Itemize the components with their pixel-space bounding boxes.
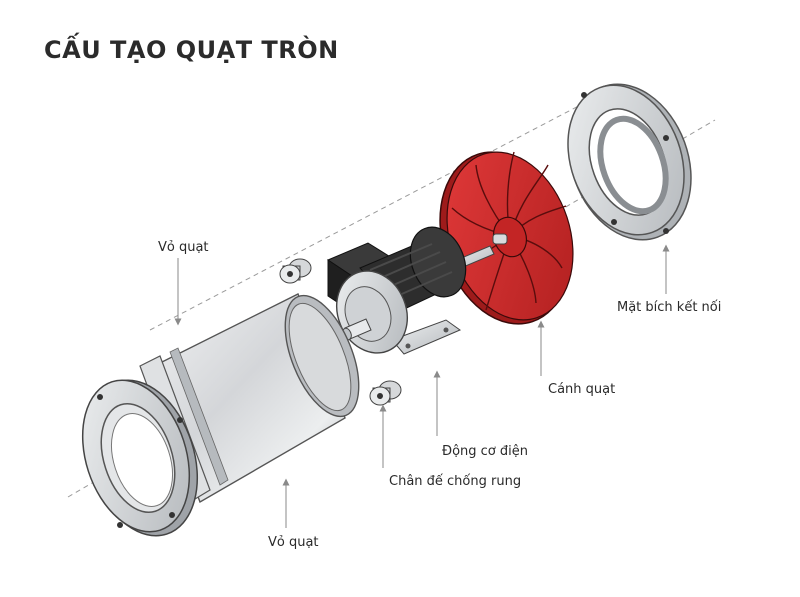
connection-flange [567,83,692,241]
label-housing-bottom: Vỏ quạt [268,535,319,550]
anti-vibration-foot-top [279,258,312,284]
leader-lines [174,244,670,528]
label-housing-top: Vỏ quạt [158,240,209,255]
label-impeller: Cánh quạt [548,382,615,397]
electric-motor [326,226,495,355]
label-motor: Động cơ điện [442,444,528,459]
anti-vibration-foot-bottom [369,380,402,406]
impeller [439,151,574,325]
label-anti-vibration-feet: Chân đế chống rung [389,474,521,489]
label-connection-flange: Mặt bích kết nối [617,300,721,315]
housing-front-flange [81,379,199,537]
page-title: CẤU TẠO QUẠT TRÒN [44,36,339,64]
